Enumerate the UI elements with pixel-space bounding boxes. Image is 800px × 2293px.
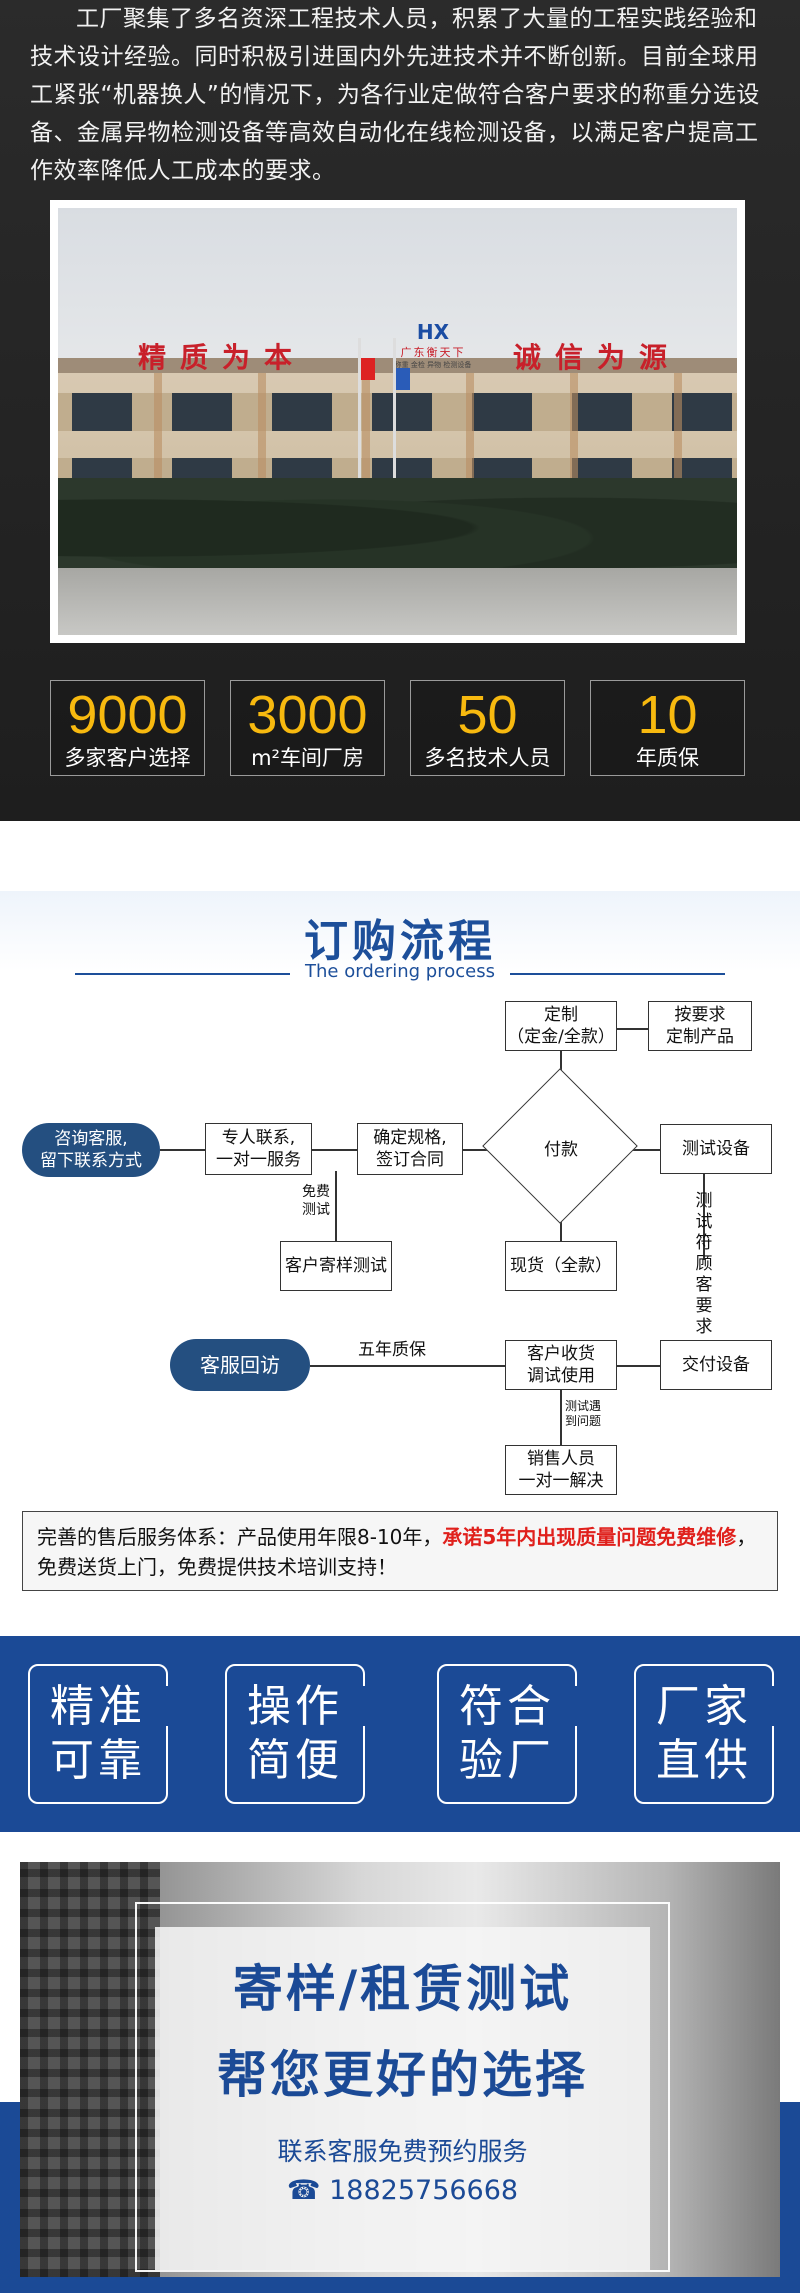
custom-order-node: 定制 （定金/全款） xyxy=(505,1001,617,1051)
free-test-label: 免费 测试 xyxy=(302,1184,330,1218)
dedicated-contact-node: 专人联系, 一对一服务 xyxy=(205,1123,312,1175)
sample-test-banner: 寄样/租赁测试 帮您更好的选择 联系客服免费预约服务 ☎ 18825756668 xyxy=(0,1832,800,2293)
blue-flag-icon xyxy=(396,368,410,390)
sales-support-node: 销售人员 一对一解决 xyxy=(505,1445,617,1495)
rooftop-logo-sign: HX 广东衡天下 称重 金检 异物 检测设备 xyxy=(378,320,488,370)
flow-connector xyxy=(312,1149,357,1151)
slogan-left: 精质为本 xyxy=(138,341,307,374)
stat-label: 多家客户选择 xyxy=(64,746,191,770)
flow-connector xyxy=(615,1365,660,1367)
stat-number: 9000 xyxy=(67,685,188,745)
note-highlight: 承诺5年内出现质量问题免费维修 xyxy=(442,1525,737,1549)
note-text: 完善的售后服务体系：产品使用年限8-10年， xyxy=(37,1525,443,1549)
customer-followup-node: 客服回访 xyxy=(170,1339,310,1391)
flow-connector xyxy=(560,1389,562,1445)
feature-factory-direct: 厂家直供 xyxy=(634,1664,775,1804)
flow-connector xyxy=(310,1365,505,1367)
stat-label: 年质保 xyxy=(636,746,699,770)
flow-connector xyxy=(160,1149,205,1151)
contact-phone[interactable]: ☎ 18825756668 xyxy=(286,2175,519,2206)
issue-label: 测试遇 到问题 xyxy=(565,1399,602,1428)
sample-test-node: 客户寄样测试 xyxy=(280,1241,392,1291)
stat-customers: 9000 多家客户选择 xyxy=(50,680,205,776)
test-equipment-node: 测试设备 xyxy=(660,1124,772,1174)
flag-pole xyxy=(393,338,396,578)
banner-headline: 寄样/租赁测试 xyxy=(232,1960,573,2018)
logo-sub: 称重 金检 异物 检测设备 xyxy=(394,361,472,369)
banner-cta: 联系客服免费预约服务 xyxy=(277,2137,528,2166)
note-text: ，免费送货上门，免费提供技术培训支持！ xyxy=(37,1525,757,1579)
features-section: 精准可靠 操作简便 符合验厂 厂家直供 xyxy=(0,1636,800,1832)
consult-service-node: 咨询客服, 留下联系方式 xyxy=(22,1123,160,1177)
flow-connector xyxy=(335,1171,337,1241)
logo-name: 广东衡天下 xyxy=(400,346,466,359)
stat-number: 3000 xyxy=(247,685,368,745)
feature-audit-compliant: 符合验厂 xyxy=(437,1664,578,1804)
banner-card: 寄样/租赁测试 帮您更好的选择 联系客服免费预约服务 ☎ 18825756668 xyxy=(155,1927,650,2272)
stat-label: 多名技术人员 xyxy=(424,746,551,770)
process-subtitle-bar: The ordering process xyxy=(75,961,725,987)
flow-connector xyxy=(463,1149,503,1151)
roofline xyxy=(58,358,737,376)
red-flag-icon xyxy=(361,358,375,380)
courtyard-ground xyxy=(58,568,737,635)
divider-line xyxy=(75,973,290,975)
flag-pole xyxy=(358,338,361,578)
process-subtitle: The ordering process xyxy=(305,961,495,982)
divider-line xyxy=(510,973,725,975)
intro-paragraph: 工厂聚集了多名资深工程技术人员，积累了大量的工程实践经验和技术设计经验。同时积极… xyxy=(30,6,760,184)
logo-mark: HX xyxy=(416,320,450,344)
feature-easy-operation: 操作简便 xyxy=(225,1664,366,1804)
company-intro-section: 工厂聚集了多名资深工程技术人员，积累了大量的工程实践经验和技术设计经验。同时积极… xyxy=(0,0,800,821)
factory-scene: 精质为本 HX 广东衡天下 称重 金检 异物 检测设备 诚信为源 xyxy=(58,208,737,635)
factory-photo: 精质为本 HX 广东衡天下 称重 金检 异物 检测设备 诚信为源 xyxy=(50,200,745,643)
confirm-spec-node: 确定规格, 签订合同 xyxy=(357,1123,463,1175)
custom-product-node: 按要求 定制产品 xyxy=(648,1001,752,1051)
stat-workshop: 3000 m²车间厂房 xyxy=(230,680,385,776)
flow-connector xyxy=(614,1028,648,1030)
deliver-equipment-node: 交付设备 xyxy=(660,1340,772,1390)
stat-technicians: 50 多名技术人员 xyxy=(410,680,565,776)
customer-receive-node: 客户收货 调试使用 xyxy=(505,1340,617,1390)
meets-requirement-label: 测试符顾客要求 xyxy=(695,1191,713,1337)
stats-row: 9000 多家客户选择 3000 m²车间厂房 50 多名技术人员 10 年质保 xyxy=(50,680,745,776)
warranty-label: 五年质保 xyxy=(358,1340,426,1360)
flow-connector xyxy=(703,1174,705,1260)
flow-connector xyxy=(618,1149,660,1151)
payment-label: 付款 xyxy=(544,1140,578,1160)
stat-number: 10 xyxy=(637,685,698,745)
banner-subheadline: 帮您更好的选择 xyxy=(217,2046,588,2104)
feature-accurate: 精准可靠 xyxy=(28,1664,169,1804)
tree-line xyxy=(58,478,737,578)
stat-label: m²车间厂房 xyxy=(251,746,364,770)
in-stock-node: 现货（全款） xyxy=(505,1241,617,1291)
after-sales-note: 完善的售后服务体系：产品使用年限8-10年，承诺5年内出现质量问题免费维修，免费… xyxy=(22,1511,778,1591)
slogan-right: 诚信为源 xyxy=(513,341,682,374)
ordering-process-section: 订购流程 The ordering process 咨询客服, 留下联系方式 专… xyxy=(0,821,800,1611)
stat-warranty: 10 年质保 xyxy=(590,680,745,776)
stat-number: 50 xyxy=(457,685,518,745)
process-title: 订购流程 xyxy=(304,916,496,967)
